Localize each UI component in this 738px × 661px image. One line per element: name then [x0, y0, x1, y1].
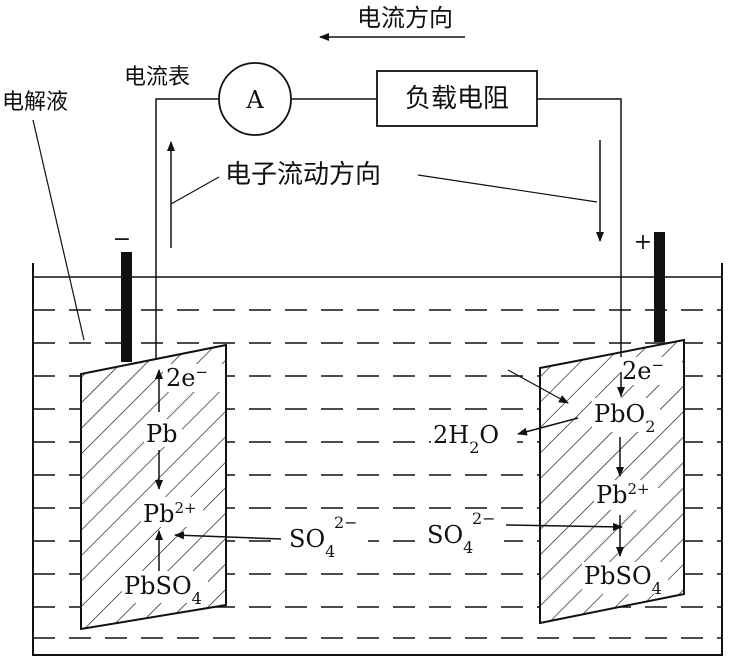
sulfate-left-arrow	[174, 531, 282, 540]
positive-terminal	[654, 232, 665, 342]
electrolyte-label: 电解液	[2, 90, 68, 115]
battery-tank	[32, 263, 723, 656]
electrolyte-leader	[32, 119, 85, 341]
load-resistor-label: 负载电阻	[405, 84, 509, 114]
negative-terminal	[121, 252, 132, 362]
electron-flow-leader-left	[170, 176, 220, 205]
ammeter-label: 电流表	[124, 65, 190, 90]
sulfate-right-charge: 2−	[472, 509, 496, 528]
load-resistor-box	[376, 70, 538, 127]
neg-pb2-label: Pb2+	[143, 499, 197, 528]
pos-arrow-to-water	[517, 417, 579, 436]
electron-flow-leader-right	[417, 174, 598, 203]
pos-pb2-label: Pb2+	[596, 480, 650, 509]
neg-electrons-label: 2e−	[166, 363, 208, 392]
left-wire	[155, 98, 218, 360]
negative-plate	[80, 343, 227, 631]
neg-pbso4-label: PbSO4	[124, 572, 202, 608]
sulfate-left-label: SO4	[289, 525, 335, 561]
current-direction-label: 电流方向	[357, 4, 453, 32]
pos-leader-to-pbo2	[507, 369, 569, 404]
ammeter-circle	[218, 62, 292, 136]
pos-pbso4-label: PbSO4	[584, 562, 662, 598]
pos-water-label: 2H2O	[433, 421, 499, 457]
pos-electrons-label: 2e−	[622, 356, 664, 385]
ammeter-symbol: A	[245, 86, 264, 114]
positive-sign: +	[634, 230, 652, 255]
negative-sign: −	[113, 227, 131, 252]
right-wire	[537, 98, 622, 372]
electron-flow-label: 电子流动方向	[225, 160, 381, 190]
sulfate-left-charge: 2−	[334, 513, 358, 532]
sulfate-right-arrow	[505, 522, 623, 531]
sulfate-right-label: SO4	[427, 521, 473, 557]
pos-pbo2-label: PbO2	[594, 400, 655, 436]
neg-pb-label: Pb	[146, 420, 178, 448]
